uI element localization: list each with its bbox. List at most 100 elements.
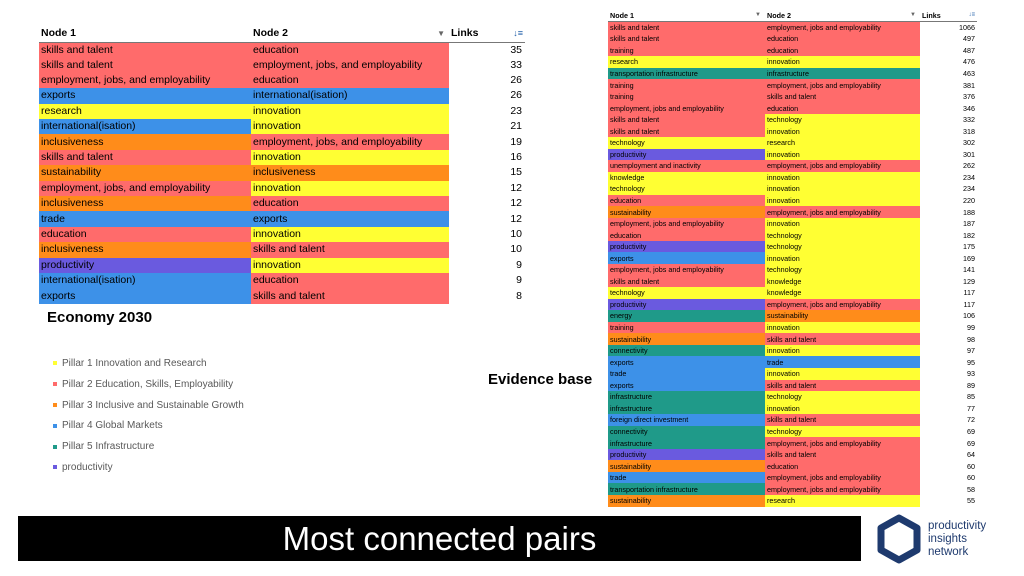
cell-node2[interactable]: employment, jobs and employability <box>765 21 920 34</box>
cell-node1[interactable]: exports <box>39 88 251 104</box>
cell-node1[interactable]: connectivity <box>608 344 765 357</box>
cell-node2[interactable]: education <box>765 44 920 57</box>
cell-links[interactable]: 187 <box>920 217 977 230</box>
cell-links[interactable]: 21 <box>449 119 525 135</box>
cell-node2[interactable]: innovation <box>765 252 920 265</box>
cell-links[interactable]: 10 <box>449 242 525 258</box>
cell-node1[interactable]: employment, jobs, and employability <box>39 180 251 197</box>
cell-node2[interactable]: employment, jobs and employability <box>765 437 920 449</box>
cell-node2[interactable]: education <box>765 460 920 472</box>
cell-node1[interactable]: training <box>608 79 765 91</box>
cell-node2[interactable]: international(isation) <box>251 88 449 104</box>
cell-node2[interactable]: technology <box>765 425 920 438</box>
cell-node2[interactable]: research <box>765 137 920 149</box>
cell-node1[interactable]: education <box>608 229 765 241</box>
cell-node2[interactable]: technology <box>765 264 920 276</box>
cell-node1[interactable]: productivity <box>608 148 765 161</box>
cell-node1[interactable]: skills and talent <box>39 42 251 58</box>
cell-links[interactable]: 95 <box>920 356 977 368</box>
cell-links[interactable]: 318 <box>920 125 977 138</box>
cell-node2[interactable]: skills and talent <box>251 242 449 258</box>
cell-node2[interactable]: trade <box>765 356 920 368</box>
cell-links[interactable]: 175 <box>920 240 977 253</box>
column-header-links[interactable]: Links↓≡ <box>920 10 977 23</box>
cell-links[interactable]: 8 <box>449 288 525 304</box>
cell-links[interactable]: 60 <box>920 460 977 472</box>
filter-dropdown-icon[interactable]: ▼ <box>755 12 761 19</box>
cell-links[interactable]: 23 <box>449 103 525 120</box>
cell-links[interactable]: 117 <box>920 298 977 311</box>
cell-links[interactable]: 476 <box>920 56 977 68</box>
cell-links[interactable]: 141 <box>920 264 977 276</box>
filter-dropdown-icon[interactable]: ▼ <box>437 28 445 38</box>
cell-links[interactable]: 117 <box>920 287 977 299</box>
cell-node2[interactable]: employment, jobs, and employability <box>251 57 449 73</box>
cell-node2[interactable]: innovation <box>765 125 920 138</box>
cell-node2[interactable]: education <box>251 196 449 212</box>
cell-node2[interactable]: employment, jobs and employability <box>765 206 920 218</box>
cell-node2[interactable]: education <box>251 42 449 58</box>
cell-node2[interactable]: skills and talent <box>765 414 920 426</box>
cell-node2[interactable]: knowledge <box>765 275 920 288</box>
column-header-node1[interactable]: Node 1▼ <box>608 10 765 23</box>
cell-node1[interactable]: skills and talent <box>608 33 765 45</box>
cell-node2[interactable]: innovation <box>765 217 920 230</box>
cell-node2[interactable]: skills and talent <box>765 379 920 392</box>
cell-node1[interactable]: employment, jobs, and employability <box>39 72 251 89</box>
cell-node1[interactable]: infrastructure <box>608 437 765 449</box>
cell-node1[interactable]: education <box>608 194 765 207</box>
cell-node2[interactable]: employment, jobs and employability <box>765 160 920 172</box>
cell-node1[interactable]: employment, jobs and employability <box>608 102 765 114</box>
cell-node1[interactable]: technology <box>608 137 765 149</box>
cell-links[interactable]: 77 <box>920 402 977 415</box>
cell-node1[interactable]: technology <box>608 287 765 299</box>
cell-links[interactable]: 10 <box>449 226 525 243</box>
cell-node1[interactable]: inclusiveness <box>39 134 251 150</box>
cell-node2[interactable]: education <box>251 272 449 289</box>
cell-node2[interactable]: employment, jobs and employability <box>765 79 920 91</box>
column-header-node1[interactable]: Node 1 <box>39 25 251 43</box>
cell-node1[interactable]: infrastructure <box>608 391 765 403</box>
cell-links[interactable]: 262 <box>920 160 977 172</box>
cell-links[interactable]: 188 <box>920 206 977 218</box>
cell-node2[interactable]: employment, jobs, and employability <box>251 134 449 150</box>
cell-links[interactable]: 60 <box>920 471 977 484</box>
cell-node1[interactable]: sustainability <box>608 333 765 345</box>
cell-node1[interactable]: research <box>39 103 251 120</box>
cell-links[interactable]: 302 <box>920 137 977 149</box>
cell-node1[interactable]: employment, jobs and employability <box>608 264 765 276</box>
cell-links[interactable]: 58 <box>920 483 977 495</box>
cell-node2[interactable]: innovation <box>251 257 449 273</box>
cell-node2[interactable]: innovation <box>251 180 449 197</box>
cell-node1[interactable]: research <box>608 56 765 68</box>
cell-node1[interactable]: exports <box>608 379 765 392</box>
filter-dropdown-icon[interactable]: ▼ <box>910 12 916 19</box>
column-header-node2[interactable]: Node 2▼ <box>251 25 449 43</box>
cell-links[interactable]: 234 <box>920 183 977 195</box>
cell-node2[interactable]: technology <box>765 240 920 253</box>
cell-links[interactable]: 106 <box>920 310 977 322</box>
cell-links[interactable]: 55 <box>920 494 977 507</box>
cell-node1[interactable]: knowledge <box>608 171 765 184</box>
cell-node1[interactable]: skills and talent <box>608 113 765 126</box>
cell-links[interactable]: 16 <box>449 149 525 166</box>
cell-node1[interactable]: exports <box>608 356 765 368</box>
cell-node2[interactable]: innovation <box>251 103 449 120</box>
cell-links[interactable]: 85 <box>920 391 977 403</box>
cell-node1[interactable]: technology <box>608 183 765 195</box>
cell-node2[interactable]: inclusiveness <box>251 165 449 181</box>
cell-node1[interactable]: inclusiveness <box>39 242 251 258</box>
cell-node1[interactable]: exports <box>39 288 251 304</box>
cell-node2[interactable]: technology <box>765 113 920 126</box>
cell-node1[interactable]: energy <box>608 310 765 322</box>
cell-node1[interactable]: connectivity <box>608 425 765 438</box>
cell-node1[interactable]: trade <box>608 367 765 380</box>
cell-links[interactable]: 169 <box>920 252 977 265</box>
cell-node2[interactable]: education <box>765 33 920 45</box>
cell-links[interactable]: 19 <box>449 134 525 150</box>
cell-node1[interactable]: sustainability <box>608 494 765 507</box>
cell-node2[interactable]: technology <box>765 229 920 241</box>
cell-node1[interactable]: sustainability <box>608 206 765 218</box>
cell-links[interactable]: 64 <box>920 448 977 461</box>
cell-node2[interactable]: innovation <box>765 321 920 334</box>
